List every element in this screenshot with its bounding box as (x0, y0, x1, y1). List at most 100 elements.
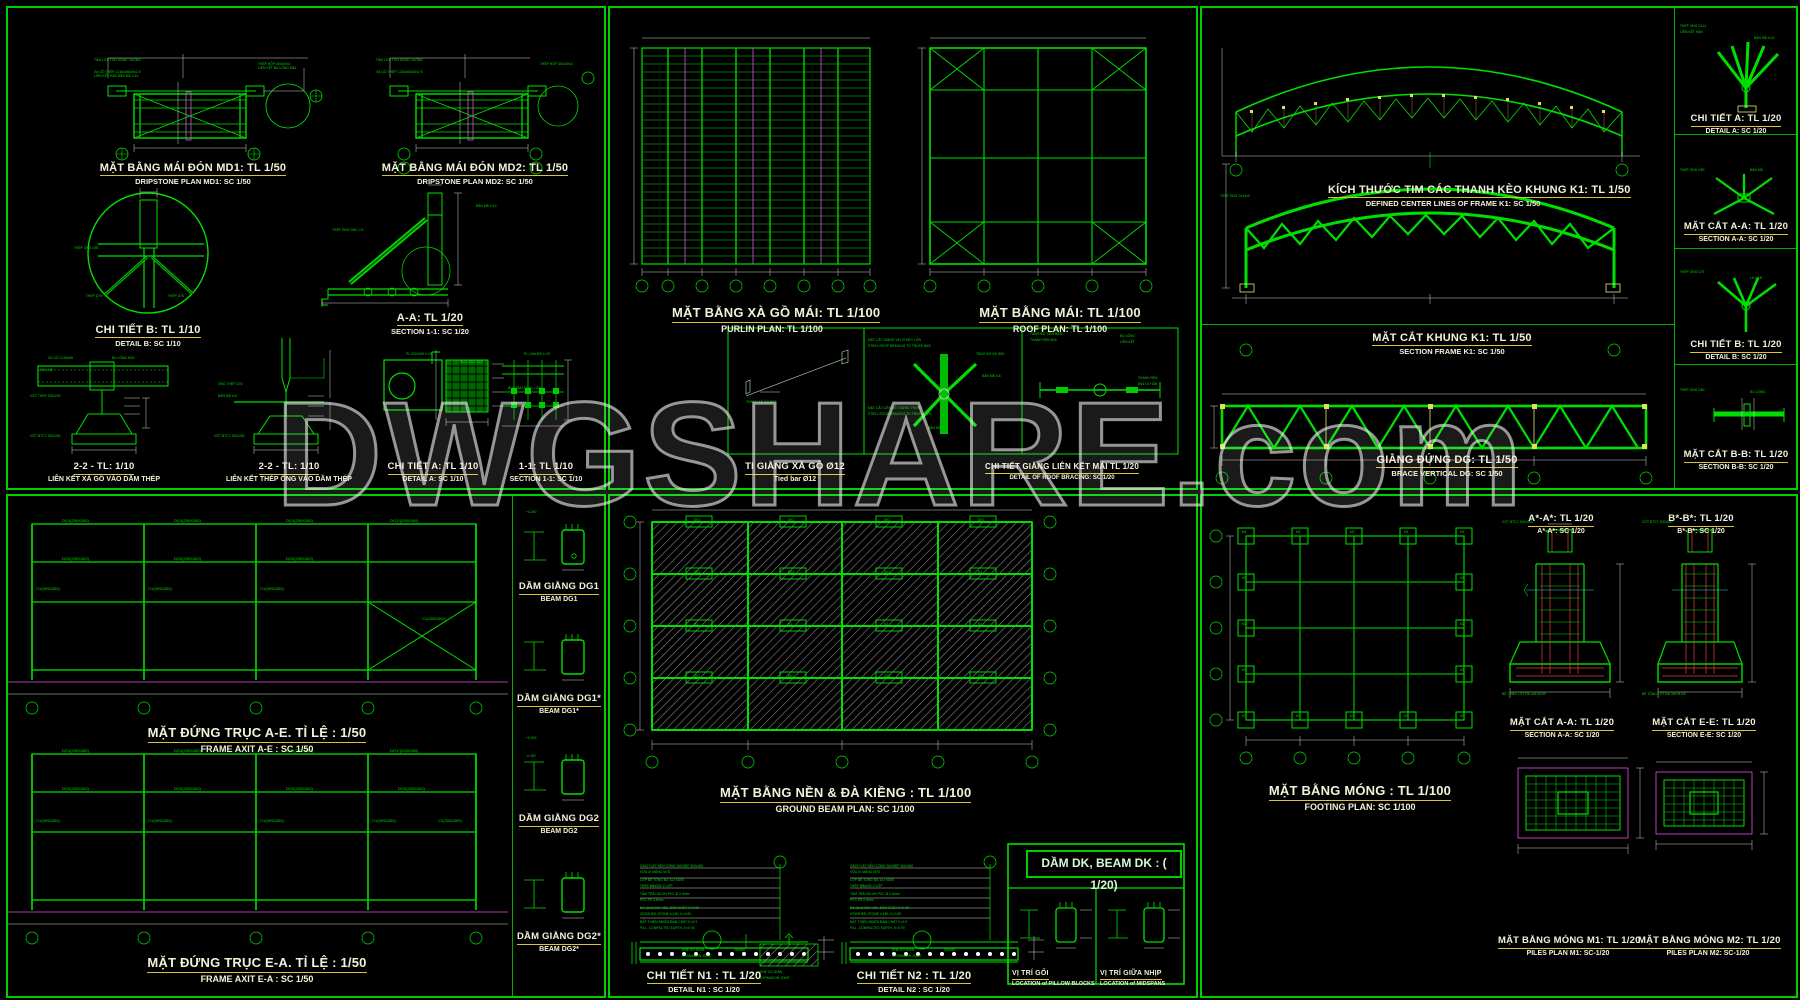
micro-note: BẢN MÃ t=10 (476, 204, 497, 208)
micro-note: CỘT BTCT 300x300 (1502, 520, 1533, 524)
member-tag: DG2(200X400) (62, 786, 89, 791)
micro-note: CỘT BTCT 300x300 (30, 434, 61, 438)
member-tag: DG1(200X450) (62, 748, 89, 753)
micro-note: ĐẤT THIÊN NHIÊN ĐẦM CHẶT K=0.9 (850, 920, 908, 924)
micro-note: LIÊN KẾT HÀN BẢN MÃ t=10 (94, 74, 139, 78)
caption-section-frame-k1: MẶT CẮT KHUNG K1: TL 1/50 SECTION FRAME … (1372, 332, 1532, 356)
footing-tag: M2 (1242, 668, 1247, 672)
panel-truss-vectors (1210, 41, 1785, 485)
slab-tag: DK1 (788, 518, 795, 522)
micro-note: 250x50 (944, 948, 956, 952)
expansion-joint-label: KHE CO GIÃN (760, 970, 782, 974)
micro-note: VỮA XI MĂNG M75 (850, 870, 880, 874)
caption-roof-bracing: CHI TIẾT GIẰNG LIÊN KẾT MÁI TL 1/20 DETA… (985, 462, 1139, 482)
side-detail-sep-3 (1674, 364, 1796, 366)
footing-tag: M2 (1460, 622, 1465, 626)
micro-note: PVC PE 0.8mm (640, 898, 664, 902)
member-tag: DG1(200X450) (286, 748, 313, 753)
member-tag: DG2(200X400) (286, 786, 313, 791)
micro-note: THÉP HỘP 50x100x2 (258, 62, 291, 66)
micro-note: THÉP ỐNG D76 (1680, 270, 1705, 274)
slab-tag: DK1 (788, 674, 795, 678)
micro-note: CỘT BTCT 300x300 (214, 434, 245, 438)
slab-tag: N1 (978, 570, 983, 574)
caption-2-2-b: 2-2 - TL: 1/10 LIÊN KẾT THÉP ỐNG VÀO DẦM… (226, 461, 352, 484)
micro-note: ĐÁ (0x4) DÀY 150, ĐẦM CHẶT K=0.95 (850, 906, 909, 910)
footing-tag: M2 (1242, 576, 1247, 580)
caption-beam-dg2-star: DẦM GIẰNG DG2* BEAM DG2* (516, 931, 602, 954)
caption-pillow-blocks: VỊ TRÍ GỐI LOCATION of PILLOW BLOCKS (1012, 970, 1095, 988)
member-tag: DG1*(200X450) (390, 518, 419, 523)
panel-truss-frame: THÉP ỐNG D114 LIÊN KẾT HÀN BẢN MÃ t=10 T… (1200, 6, 1798, 490)
caption-piles-plan-m2: MẶT BẰNG MÓNG M2: TL 1/20 PILES PLAN M2:… (1638, 935, 1781, 958)
micro-note: THÉP D76 (168, 294, 184, 298)
micro-note: MẶT CẮT GIẰNG VÀI VÌ KÈO LỚN (868, 338, 922, 342)
footing-tag: M1 (1296, 530, 1301, 534)
micro-note: VỮA XI MĂNG M75 (640, 870, 670, 874)
micro-note: 250x50 (734, 948, 746, 952)
footing-tag: M2 (1242, 622, 1247, 626)
panel-purlin-roof-plan: THANH XÀ GỒ Ø12 MẶT CẮT GIẰNG VÀI VÌ KÈO… (608, 6, 1198, 490)
micro-note: CỘT BTCT 300x300 (1642, 520, 1673, 524)
caption-frame-e-a: MẶT ĐỨNG TRỤC E-A. TỈ LỆ : 1/50 FRAME AX… (147, 955, 367, 985)
slab-tag: DK2 (694, 570, 701, 574)
bottom-section-divider (1202, 324, 1675, 326)
member-tag: C1(300X300) (36, 818, 60, 823)
micro-note: BẢN MÃ (40, 368, 53, 372)
member-tag: DG1(200X450) (174, 748, 201, 753)
caption-md2: MẶT BẰNG MÁI ĐÓN MD2: TL 1/50 DRIPSTONE … (381, 162, 569, 186)
panel-roof-details: TẤM LỢP TÔN SÓNG VUÔNG XÀ GỒ THÉP C150x6… (6, 6, 606, 490)
micro-note: LK HÀN (1750, 276, 1763, 280)
micro-note: PL-250x200 t=10 (406, 352, 432, 356)
micro-note: CRUSHED STONE t=150, K=0.95 (640, 912, 692, 916)
micro-note: FILL, COMPACTED EARTH, K=0.90 (640, 926, 695, 930)
micro-note: EXPANSION JOINT (682, 954, 712, 958)
member-tag: DG1(200X450) (174, 518, 201, 523)
micro-note: LIÊN KẾT HÀN (1680, 30, 1703, 34)
member-tag: C1(300X300) (422, 616, 446, 621)
member-tag: DG1(200X450) (62, 518, 89, 523)
micro-note: LIÊN KẾT (1120, 340, 1135, 344)
caption-tie-bar: TI GIẰNG XÀ GỒ Ø12 Tied bar Ø12 (745, 461, 845, 484)
micro-note: BU LÔNG M16 (460, 360, 483, 364)
caption-md1: MẶT BẰNG MÁI ĐÓN MD1: TL 1/50 DRIPSTONE … (99, 162, 287, 186)
caption-detail-n2: CHI TIẾT N2 : TL 1/20 DETAIL N2 : SC 1/2… (856, 970, 972, 994)
panel-frame-elevations: DG1(200X450) DG1(200X450) DG1(200X450) D… (6, 494, 606, 998)
slab-tag: DK1 (884, 518, 891, 522)
panel-footing-vectors (1209, 523, 1768, 854)
caption-side-section-a-a: MẶT CẮT A-A: TL 1/20 SECTION A-A: SC 1/2… (1683, 221, 1789, 244)
panel-purlin-vectors (630, 37, 1179, 455)
expansion-joint-label: EXPANSION JOINT (760, 976, 790, 980)
slab-tag: DK1 (978, 518, 985, 522)
level-tag: +0.000 (526, 736, 537, 740)
caption-a-a: A-A: TL 1/20 SECTION 1-1: SC 1/20 (391, 312, 469, 336)
micro-note: FILL, COMPACTED EARTH, K=0.90 (850, 926, 905, 930)
micro-note: BẢN MÃ t=8 (982, 374, 1001, 378)
micro-note: TẤM TRẢI NILON PVC Ø 0.8mm (640, 892, 690, 896)
micro-note: THANH REN (1138, 376, 1158, 380)
micro-note: CỘT THÉP 200x200 (30, 394, 61, 398)
caption-midspans: VỊ TRÍ GIỮA NHỊP LOCATION of MIDSPANS (1100, 970, 1166, 988)
micro-note: THÉP ỐNG D90 (1680, 168, 1705, 172)
member-tag: C1(300X300) (260, 818, 284, 823)
micro-note: ĐẤT THIÊN NHIÊN ĐẦM CHẶT K=0.9 (640, 920, 698, 924)
footing-tag: M2 (1460, 576, 1465, 580)
micro-note: THANH XÀ GỒ Ø12 (746, 400, 777, 404)
micro-note: LỚP BÊ TÔNG ĐÁ 1x2 M200 (640, 878, 685, 882)
micro-note: XÀ GỒ THÉP C150x65x20x2.5 (376, 70, 423, 74)
caption-side-section-b-b: MẶT CẮT B-B: TL 1/20 SECTION B-B: SC 1/2… (1683, 449, 1789, 472)
footing-tag: M1 (1296, 714, 1301, 718)
member-tag: C1(300X300) (36, 586, 60, 591)
micro-note: THÉP ỐNG D114 (1680, 24, 1707, 28)
footing-tag: M1 (1350, 530, 1355, 534)
member-tag: C1(300X300) (438, 818, 462, 823)
member-tag: DG1*(200X450) (390, 748, 419, 753)
member-tag: DG2(200X400) (174, 786, 201, 791)
caption-side-detail-a: CHI TIẾT A: TL 1/20 DETAIL A: SC 1/20 (1690, 113, 1782, 136)
member-tag: C1(300X300) (148, 818, 172, 823)
caption-section-e-e: MẶT CẮT E-E: TL 1/20 SECTION E-E: SC 1/2… (1652, 717, 1756, 740)
micro-note: BẢN MÃ t=10 (1754, 36, 1775, 40)
side-detail-sep-1 (1674, 134, 1796, 136)
slab-tag: DK2 (788, 570, 795, 574)
